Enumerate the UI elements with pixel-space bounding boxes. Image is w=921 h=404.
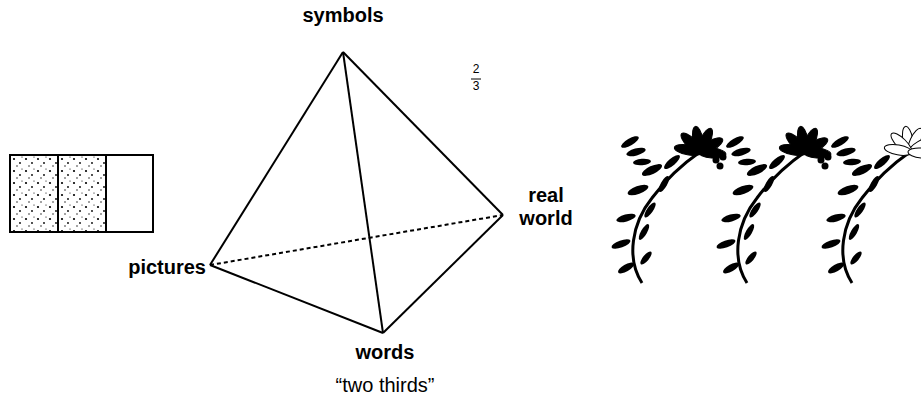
vertex-label: symbols xyxy=(302,4,383,27)
flower-branch xyxy=(610,126,726,283)
tetrahedron xyxy=(210,52,503,333)
vertex-label: words xyxy=(356,341,415,364)
fraction-numerator: 2 xyxy=(473,63,480,77)
flower-branch-white xyxy=(820,126,921,283)
fraction-denominator: 3 xyxy=(473,80,480,94)
bar-model xyxy=(10,155,153,232)
word-label: “two thirds” xyxy=(336,374,435,397)
vertex-label: pictures xyxy=(128,256,206,279)
vertex-label: real world xyxy=(511,184,581,230)
flower-branch xyxy=(715,126,831,283)
